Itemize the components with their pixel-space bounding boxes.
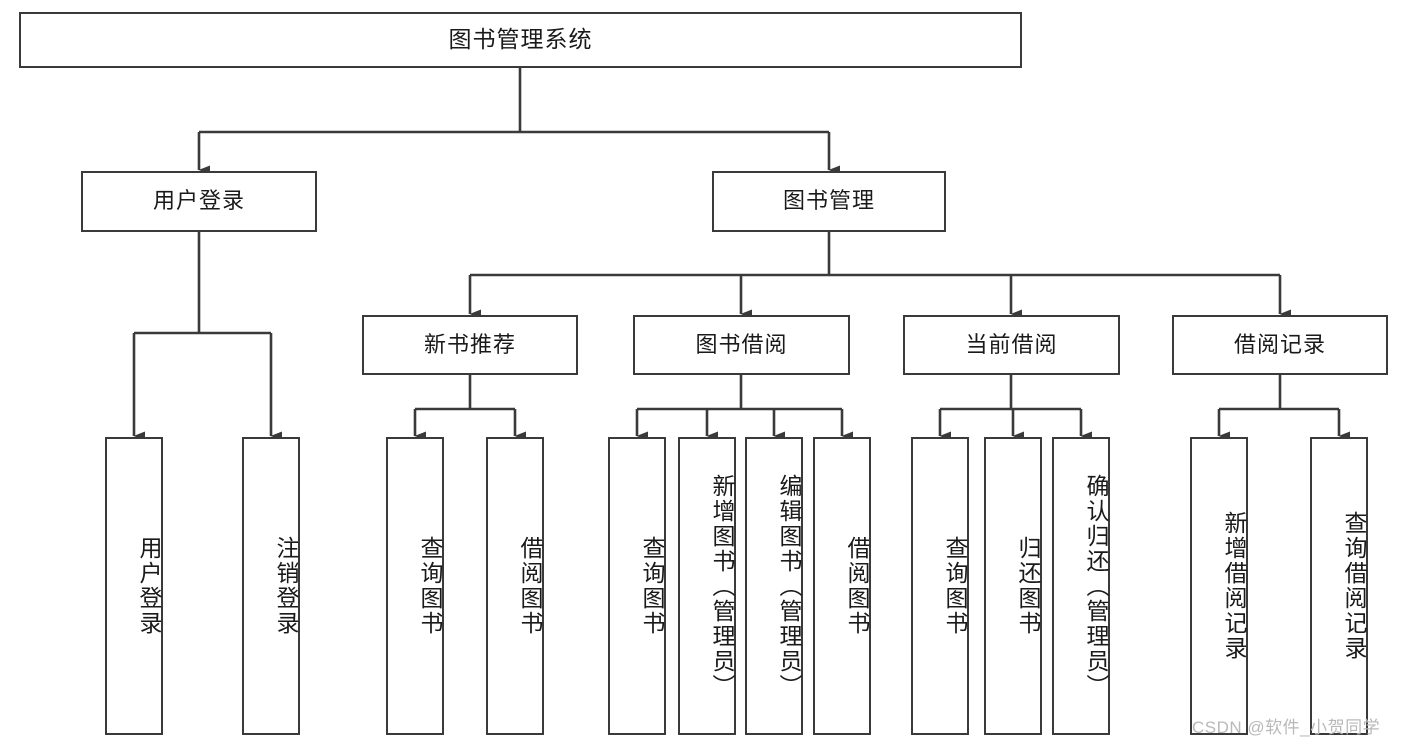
node-label: 查询图书 xyxy=(942,536,968,636)
node-label: 确认归还（管理员） xyxy=(1083,473,1109,699)
node-label: 查询图书 xyxy=(417,536,443,636)
node-user-login[interactable]: 用户登录 xyxy=(81,171,317,232)
node-label: 新增借阅记录 xyxy=(1221,511,1247,661)
node-leaf-confirm-return[interactable]: 确认归还（管理员） xyxy=(1052,437,1110,735)
node-leaf-return-book[interactable]: 归还图书 xyxy=(984,437,1042,735)
node-book-manage[interactable]: 图书管理 xyxy=(712,171,946,232)
node-label: 当前借阅 xyxy=(965,331,1058,357)
node-borrow-record[interactable]: 借阅记录 xyxy=(1172,315,1388,375)
node-label: 查询借阅记录 xyxy=(1341,511,1367,661)
node-label: 用户登录 xyxy=(136,536,162,636)
node-label: 新书推荐 xyxy=(423,331,516,357)
node-label: 借阅记录 xyxy=(1233,331,1326,357)
node-leaf-add-book[interactable]: 新增图书（管理员） xyxy=(678,437,736,735)
node-label: 查询图书 xyxy=(639,536,665,636)
node-label: 归还图书 xyxy=(1015,536,1041,636)
node-leaf-edit-book[interactable]: 编辑图书（管理员） xyxy=(745,437,803,735)
node-leaf-user-logout[interactable]: 注销登录 xyxy=(242,437,300,735)
node-label: 用户登录 xyxy=(152,188,245,214)
node-label: 编辑图书（管理员） xyxy=(776,473,802,699)
node-leaf-borrow-book-1[interactable]: 借阅图书 xyxy=(486,437,544,735)
node-root-system[interactable]: 图书管理系统 xyxy=(19,12,1022,68)
node-leaf-query-book-1[interactable]: 查询图书 xyxy=(386,437,444,735)
node-book-borrow[interactable]: 图书借阅 xyxy=(633,315,850,375)
node-leaf-borrow-book-2[interactable]: 借阅图书 xyxy=(813,437,871,735)
node-leaf-query-record[interactable]: 查询借阅记录 xyxy=(1310,437,1368,735)
node-label: 图书借阅 xyxy=(695,331,788,357)
node-label: 注销登录 xyxy=(273,536,299,636)
node-label: 借阅图书 xyxy=(844,536,870,636)
node-leaf-user-login[interactable]: 用户登录 xyxy=(105,437,163,735)
csdn-watermark: CSDN @软件_小贺同学 xyxy=(1192,718,1381,737)
node-label: 借阅图书 xyxy=(517,536,543,636)
node-new-book-recommend[interactable]: 新书推荐 xyxy=(362,315,578,375)
node-current-borrow[interactable]: 当前借阅 xyxy=(903,315,1120,375)
node-label: 新增图书（管理员） xyxy=(709,473,735,699)
node-leaf-query-book-2[interactable]: 查询图书 xyxy=(608,437,666,735)
node-label: 图书管理系统 xyxy=(448,26,593,53)
node-leaf-query-book-3[interactable]: 查询图书 xyxy=(911,437,969,735)
node-label: 图书管理 xyxy=(782,188,875,214)
node-leaf-add-record[interactable]: 新增借阅记录 xyxy=(1190,437,1248,735)
